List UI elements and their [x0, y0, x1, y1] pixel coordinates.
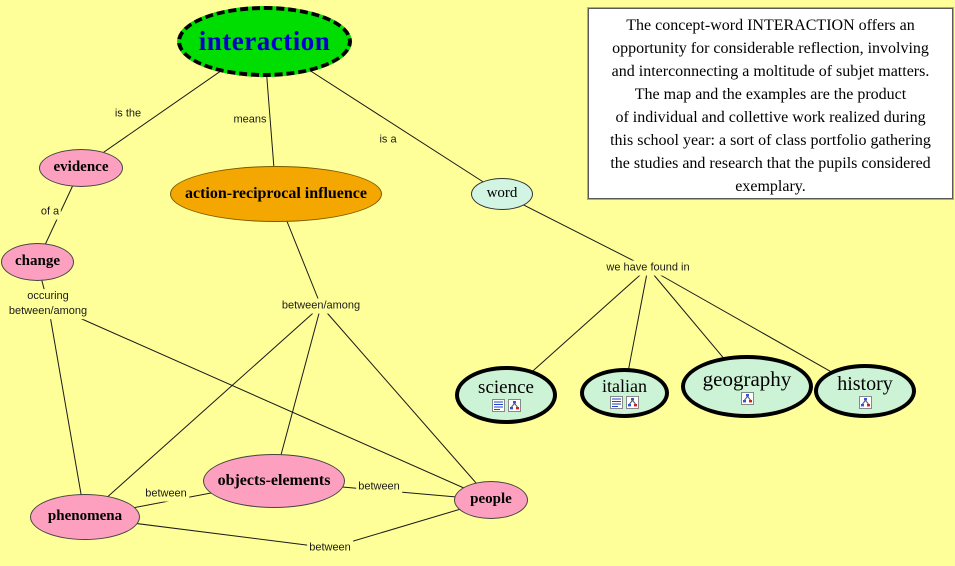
edge-label-of-a: of a: [38, 204, 62, 220]
italian-resource-icons: [610, 396, 639, 410]
node-action-reciprocal-influence-label: action-reciprocal influence: [184, 184, 368, 202]
edge-label-is-the: is the: [112, 106, 144, 122]
node-geography[interactable]: geography: [681, 355, 813, 418]
node-objects-elements-label: objects-elements: [217, 471, 331, 489]
node-italian-label: italian: [602, 375, 647, 396]
node-change[interactable]: change: [1, 243, 74, 281]
node-people-label: people: [470, 491, 512, 508]
edge-label-occuring-between-among: occuring between/among: [6, 289, 90, 319]
edge-change-phenomena: [47, 303, 86, 518]
edge-action-objects: [273, 305, 322, 482]
document-icon[interactable]: [610, 396, 623, 410]
node-change-label: change: [15, 253, 60, 270]
edge-label-is-a: is a: [377, 132, 399, 148]
science-resource-icons: [491, 398, 521, 412]
edge-change-people: [47, 303, 492, 501]
node-science[interactable]: science: [455, 366, 557, 424]
node-phenomena-label: phenomena: [47, 508, 123, 525]
edge-label-we-have-found-in: we have found in: [604, 260, 692, 276]
edge-label-between-bottom: between: [307, 540, 353, 556]
node-objects-elements[interactable]: objects-elements: [203, 454, 345, 508]
edge-label-between-right: between: [356, 479, 402, 495]
node-action-reciprocal-influence[interactable]: action-reciprocal influence: [170, 166, 382, 222]
node-science-label: science: [478, 377, 534, 399]
node-word[interactable]: word: [471, 178, 533, 210]
node-phenomena[interactable]: phenomena: [30, 494, 140, 540]
node-interaction-label: interaction: [198, 26, 331, 57]
node-evidence[interactable]: evidence: [39, 149, 123, 187]
concept-map-icon[interactable]: [858, 395, 872, 409]
edge-action-phenomena: [84, 305, 322, 518]
document-icon[interactable]: [491, 398, 505, 412]
node-people[interactable]: people: [454, 481, 528, 519]
node-word-label: word: [486, 185, 518, 202]
edge-word-hub: [501, 193, 649, 269]
node-geography-label: geography: [702, 367, 792, 392]
node-interaction[interactable]: interaction: [177, 6, 352, 77]
concept-map-icon[interactable]: [626, 396, 639, 410]
description-box: The concept-word INTERACTION offers an o…: [587, 7, 954, 200]
edge-label-means: means: [231, 112, 269, 128]
node-evidence-label: evidence: [53, 159, 109, 176]
edge-label-between-among: between/among: [279, 298, 363, 314]
history-resource-icons: [858, 395, 872, 409]
node-history-label: history: [837, 372, 893, 395]
geography-resource-icons: [740, 391, 754, 405]
concept-map-icon[interactable]: [740, 391, 754, 405]
node-history[interactable]: history: [814, 364, 916, 418]
edge-action-people: [320, 305, 492, 501]
concept-map-icon[interactable]: [507, 398, 521, 412]
node-italian[interactable]: italian: [580, 368, 669, 418]
edge-label-between-left: between: [143, 486, 189, 502]
